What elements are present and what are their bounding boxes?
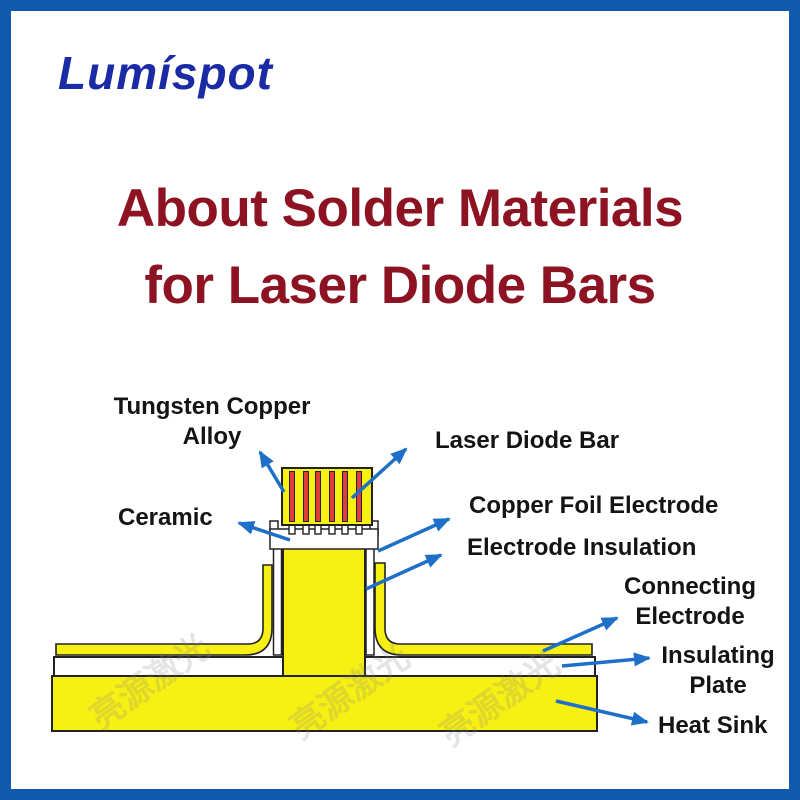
label-connecting-electrode: Connecting Electrode [612,572,768,632]
arrow-copper-foil-electrode [377,517,451,553]
label-connecting-line1: Connecting [624,573,756,600]
arrow-ceramic [237,521,291,542]
arrow-tungsten-copper-alloy [258,450,286,493]
electrode-insulation-left-shape [272,547,283,656]
label-copper-foil-electrode: Copper Foil Electrode [469,492,719,519]
label-tungsten-line1: Tungsten Copper [113,393,311,420]
electrode-insulation-right-shape [365,547,375,656]
ceramic-band-shape [269,528,379,550]
arrow-heat-sink [555,699,649,726]
label-heat-sink: Heat Sink [658,712,768,739]
label-insulating-line1: Insulating [661,642,775,669]
ceramic-teeth [288,520,363,535]
arrow-connecting-electrode [542,616,619,653]
connecting-electrode-left-shape [55,564,273,656]
arrow-insulating-plate [561,652,651,668]
mount-column-shape [282,546,366,679]
connecting-electrode-right-shape [374,562,593,656]
label-insulating-plate: Insulating Plate [648,641,788,701]
arrow-electrode-insulation [365,553,443,591]
arrow-laser-diode-bar [350,447,408,500]
label-tungsten-line2: Alloy [182,423,242,450]
heat-sink-shape [51,675,598,732]
label-arrows [237,447,651,726]
label-tungsten-copper-alloy: Tungsten Copper Alloy [100,392,324,452]
label-ceramic: Ceramic [118,504,213,531]
page-title-line2: for Laser Diode Bars [144,256,656,315]
label-connecting-line2: Electrode [635,603,745,630]
laser-diode-bars [289,471,362,522]
lumispot-logo: Lumíspot [58,47,273,99]
label-electrode-insulation: Electrode Insulation [467,534,697,561]
label-insulating-line2: Plate [689,672,747,699]
page-title-line1: About Solder Materials [116,179,684,238]
label-laser-diode-bar: Laser Diode Bar [435,427,620,454]
